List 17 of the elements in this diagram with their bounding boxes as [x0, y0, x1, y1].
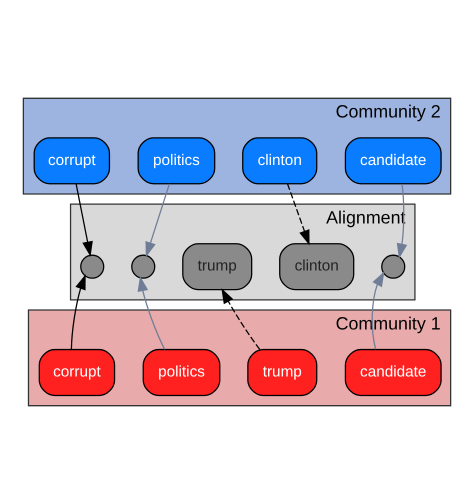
arrow [372, 270, 384, 349]
node-box: politics [142, 348, 220, 396]
node-box: candidate [344, 348, 442, 396]
arrow [138, 275, 166, 350]
node-circle [131, 254, 156, 278]
node-box: trump [182, 242, 252, 290]
node-circle [381, 254, 406, 278]
node-box: corrupt [34, 136, 110, 184]
node-box: trump [247, 348, 318, 396]
arrow [70, 274, 86, 349]
node-box: politics [138, 136, 216, 184]
arrow [221, 288, 260, 350]
node-circle [80, 254, 104, 278]
node-box: candidate [344, 136, 442, 184]
node-box: clinton [279, 242, 354, 290]
node-box: clinton [242, 136, 318, 184]
node-box: corrupt [38, 348, 116, 396]
